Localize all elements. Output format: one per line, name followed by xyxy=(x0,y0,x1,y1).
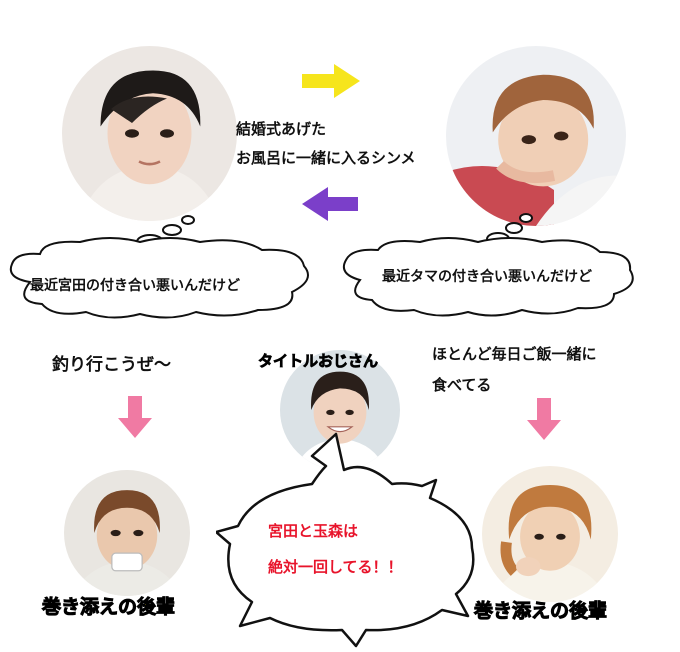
avatar-top-left xyxy=(62,46,237,221)
burst-text-line1: 宮田と玉森は xyxy=(268,522,359,540)
avatar-top-right xyxy=(446,46,626,226)
top-text-line1: 結婚式あげた xyxy=(236,120,327,138)
right-bubble-text: 最近タマの付き合い悪いんだけど xyxy=(382,269,592,285)
burst-text-line2: 絶対一回してる！！ xyxy=(268,558,403,576)
top-text-line2: お風呂に一緒に入るシンメ xyxy=(236,149,416,167)
center-label: タイトルおじさん xyxy=(258,352,379,371)
bottom-left-label: 巻き添えの後輩 xyxy=(41,596,176,619)
burst-shape xyxy=(216,432,475,648)
avatar-bottom-left xyxy=(64,470,190,596)
thought-bubble-right xyxy=(342,213,634,317)
arrow-down-icon xyxy=(527,398,561,440)
avatar-bottom-right xyxy=(482,466,618,602)
arrow-right-icon xyxy=(302,64,360,98)
left-bubble-text: 最近宮田の付き合い悪いんだけど xyxy=(30,278,240,294)
bottom-right-label: 巻き添えの後輩 xyxy=(473,600,608,623)
right-caption-line1: ほとんど毎日ご飯一緒に xyxy=(432,345,597,363)
arrow-left-icon xyxy=(302,187,358,221)
right-caption-line2: 食べてる xyxy=(432,376,492,394)
thought-bubble-left xyxy=(9,215,309,319)
left-caption: 釣り行こうぜ～ xyxy=(52,355,171,375)
arrow-down-icon xyxy=(118,396,152,438)
